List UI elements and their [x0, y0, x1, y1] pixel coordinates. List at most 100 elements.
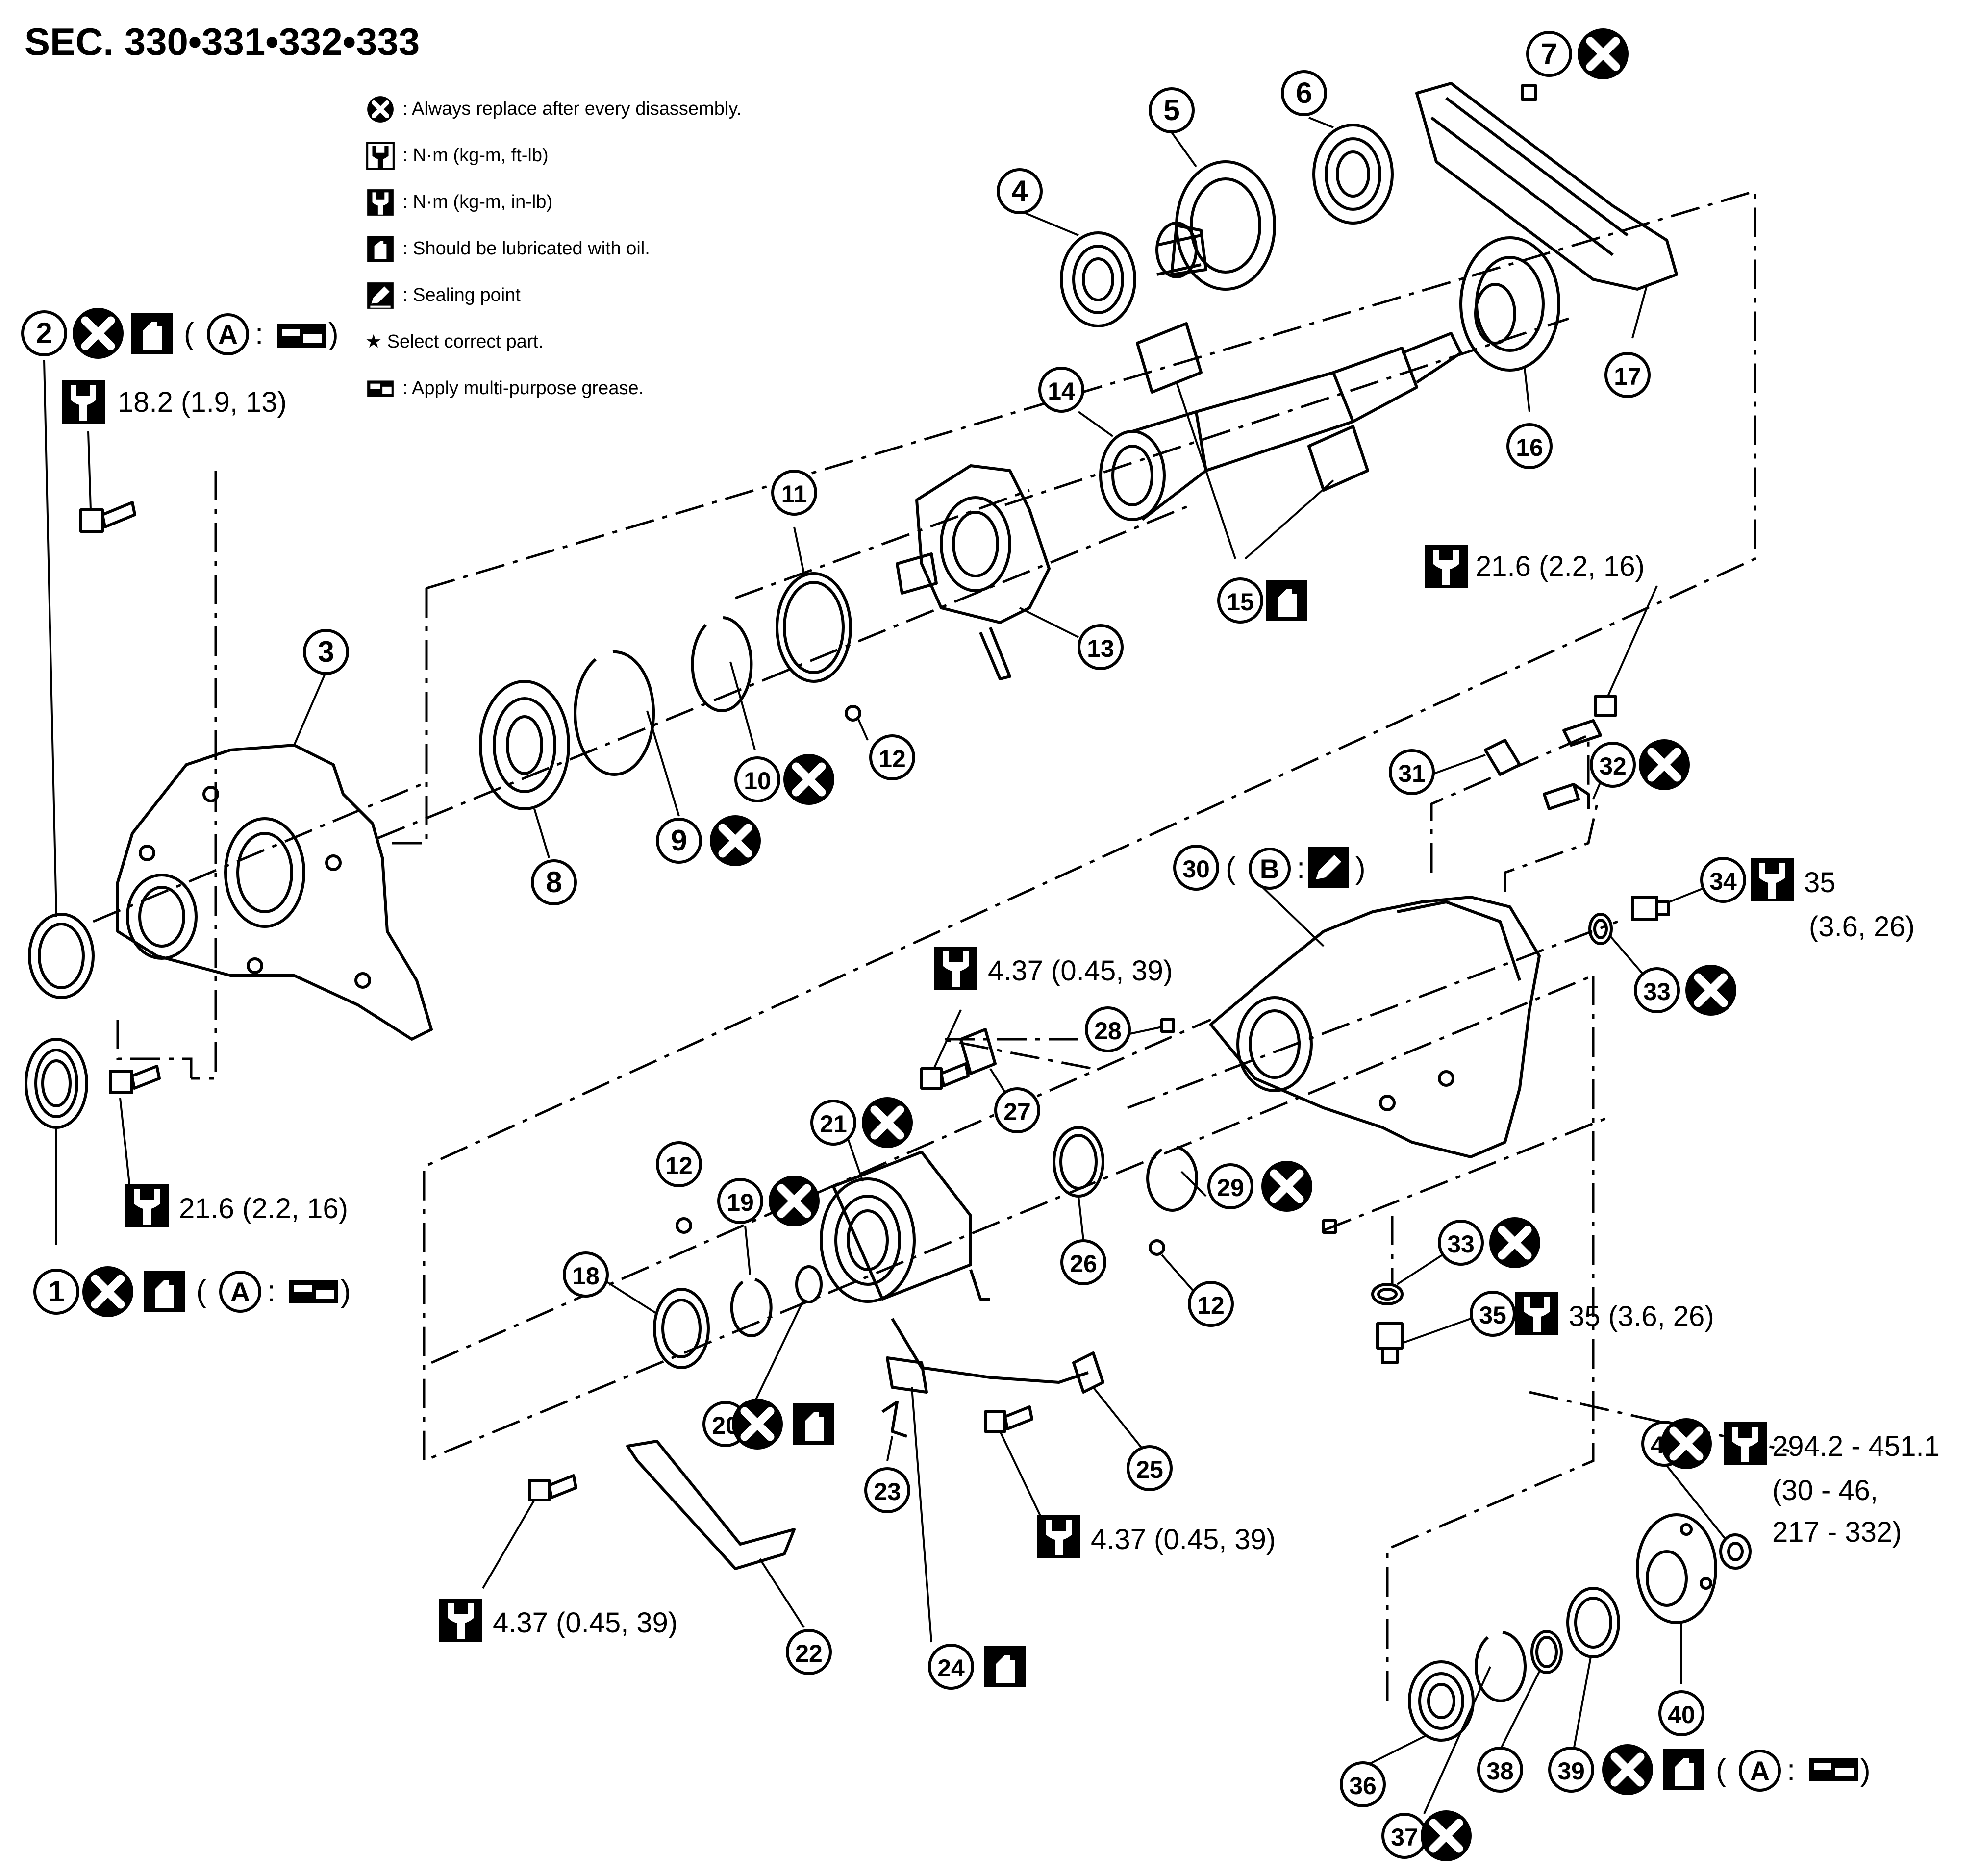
x-circle-icon: [1661, 1418, 1712, 1469]
part-34-plug: [1631, 896, 1670, 921]
svg-text:A: A: [218, 319, 238, 350]
part-13-oil-pump: [896, 464, 1051, 680]
part-12-ball: [1149, 1239, 1165, 1256]
callout-number: 35: [1479, 1301, 1506, 1329]
callout-number: 5: [1163, 94, 1179, 126]
callout-number: 7: [1541, 37, 1557, 70]
legend-row-replace: : Always replace after every disassembly…: [365, 86, 742, 132]
callout-number: 12: [1197, 1292, 1225, 1319]
legend-text: ★ Select correct part.: [365, 331, 544, 352]
x-circle-icon: [862, 1097, 913, 1148]
legend-row-seal: : Sealing point: [365, 272, 742, 319]
oil-can-icon: [367, 235, 394, 262]
letter-a-1: A: [219, 1271, 261, 1313]
oil-can-icon: [144, 1271, 185, 1312]
paren-open-colon: :: [267, 1275, 276, 1308]
legend-text: : Apply multi-purpose grease.: [402, 378, 644, 399]
part-36-bearing: [1408, 1660, 1475, 1742]
sealant-icon: [1308, 847, 1349, 888]
callout-36: 36: [1340, 1761, 1386, 1807]
oil-can-icon: [793, 1403, 834, 1445]
x-circle-icon: [367, 96, 394, 123]
callout-31: 31: [1389, 749, 1435, 795]
torque-wrench-icon: [1037, 1515, 1080, 1558]
part-1-oil-seal: [25, 1038, 88, 1129]
legend-row-oil: : Should be lubricated with oil.: [365, 225, 742, 272]
callout-number: 2: [36, 317, 52, 350]
torque-wrench-icon: [1724, 1422, 1767, 1465]
callout-number: 33: [1447, 1230, 1475, 1258]
callout-number: 13: [1087, 635, 1114, 662]
callout-35: 35: [1470, 1291, 1516, 1337]
colon: :: [255, 317, 263, 351]
torque-wrench-icon: [125, 1184, 169, 1227]
letter-a-2: A: [207, 313, 249, 355]
torque-label-41-kgm: (30 - 46,: [1772, 1475, 1878, 1506]
callout-number: 12: [665, 1152, 693, 1179]
parts: [25, 82, 1752, 1742]
part-bolt-25: [984, 1405, 1033, 1433]
callouts: 1234567891011121314151617181920212223242…: [21, 31, 1746, 1859]
part-41-nut: [1719, 1533, 1752, 1570]
callout-2: 2: [21, 310, 67, 356]
x-circle-icon: [783, 754, 834, 805]
callout-number: 15: [1227, 588, 1254, 616]
callout-number: 39: [1557, 1757, 1585, 1785]
section-title: SEC. 330•331•332•333: [25, 20, 420, 63]
callout-number: 17: [1614, 363, 1641, 390]
part-11-ring: [776, 572, 852, 683]
paren-open: (: [184, 317, 194, 351]
callout-number: 37: [1391, 1824, 1418, 1851]
part-7-pin: [1521, 84, 1537, 101]
legend-row-torque-inlb: : N·m (kg-m, in-lb): [365, 179, 742, 225]
torque-label-1: 21.6 (2.2, 16): [179, 1193, 348, 1225]
torque-wrench-icon: [934, 947, 977, 990]
part-32-bolt: [1562, 695, 1617, 747]
torque-label-35: 35 (3.6, 26): [1569, 1301, 1714, 1332]
x-circle-icon: [73, 308, 124, 359]
torque-wrench-icon: [1751, 858, 1794, 901]
part-26-ring: [1053, 1126, 1104, 1198]
x-circle-icon: [710, 815, 761, 866]
callout-number: 32: [1599, 752, 1627, 780]
part-25-clip: [1072, 1351, 1104, 1394]
torque-label-22: 4.37 (0.45, 39): [493, 1607, 677, 1639]
callout-number: 18: [572, 1262, 600, 1290]
callout-27: 27: [994, 1087, 1040, 1133]
callout-33: 33: [1634, 967, 1680, 1013]
callout-number: 24: [937, 1654, 965, 1682]
callout-number: 10: [744, 767, 771, 795]
callout-5: 5: [1149, 87, 1195, 133]
part-17-drive-chain: [1415, 82, 1678, 291]
callout-number: 4: [1011, 175, 1028, 207]
callout-number: 14: [1048, 377, 1075, 405]
torque-label-32: 21.6 (2.2, 16): [1476, 550, 1645, 582]
callout-6: 6: [1281, 70, 1327, 116]
callout-number: 33: [1643, 978, 1671, 1005]
x-circle-icon: [1421, 1810, 1472, 1861]
callout-number: 26: [1070, 1250, 1097, 1277]
torque-labels: 18.2 (1.9, 13) 21.6 (2.2, 16) 21.6 (2.2,…: [118, 386, 1940, 1639]
part-33-gasket: [1588, 913, 1613, 945]
torque-label-34-units: (3.6, 26): [1809, 911, 1915, 943]
x-circle-icon: [1639, 739, 1690, 790]
callout-38: 38: [1477, 1747, 1523, 1793]
colon: :: [1297, 851, 1305, 885]
callout-9: 9: [656, 818, 702, 864]
callout-8: 8: [531, 859, 577, 905]
x-circle-icon: [1685, 965, 1736, 1016]
callout-23: 23: [864, 1467, 910, 1513]
callout-number: 23: [874, 1478, 901, 1505]
callout-16: 16: [1506, 423, 1553, 469]
oil-can-icon: [984, 1646, 1026, 1687]
part-bolt-2: [79, 501, 136, 533]
paren-close: ): [328, 317, 339, 351]
legend-text: : N·m (kg-m, in-lb): [402, 192, 553, 212]
callout-number: 28: [1094, 1017, 1122, 1045]
paren-open: (: [1226, 851, 1236, 885]
callout-number: 30: [1182, 855, 1210, 883]
part-24-harness: [886, 1318, 1089, 1394]
paren-open: (: [196, 1275, 206, 1308]
callout-number: 6: [1296, 76, 1312, 109]
